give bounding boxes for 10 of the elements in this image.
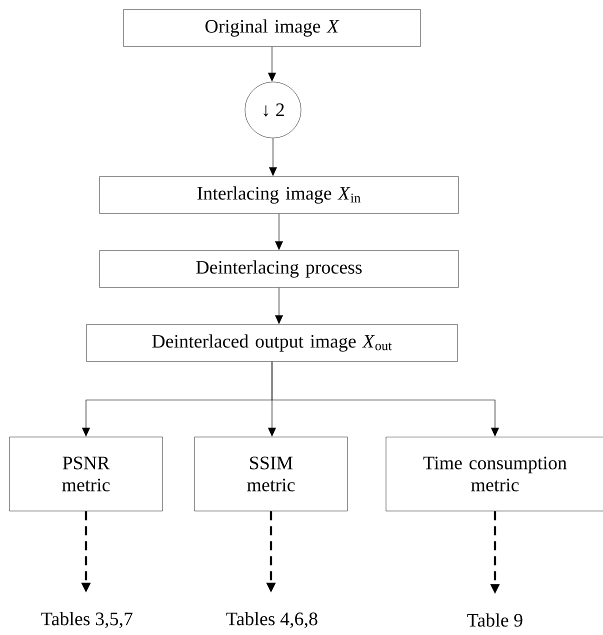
table-reference: Tables 4,6,8 <box>226 612 318 628</box>
process-box: Deinterlaced output image X$_{out}$ <box>86 324 458 362</box>
process-box: Interlacing image X$_{in}$ <box>99 176 459 214</box>
process-box: Deinterlacing process <box>99 250 459 288</box>
table-reference: Table 9 <box>467 613 522 627</box>
process-box: Original image X <box>123 9 421 47</box>
metric-box: SSIM metric <box>194 436 348 512</box>
metric-box: Time consumption metric <box>386 436 603 512</box>
table-reference: Tables 3,5,7 <box>41 612 132 628</box>
metric-box: PSNR metric <box>9 436 163 512</box>
